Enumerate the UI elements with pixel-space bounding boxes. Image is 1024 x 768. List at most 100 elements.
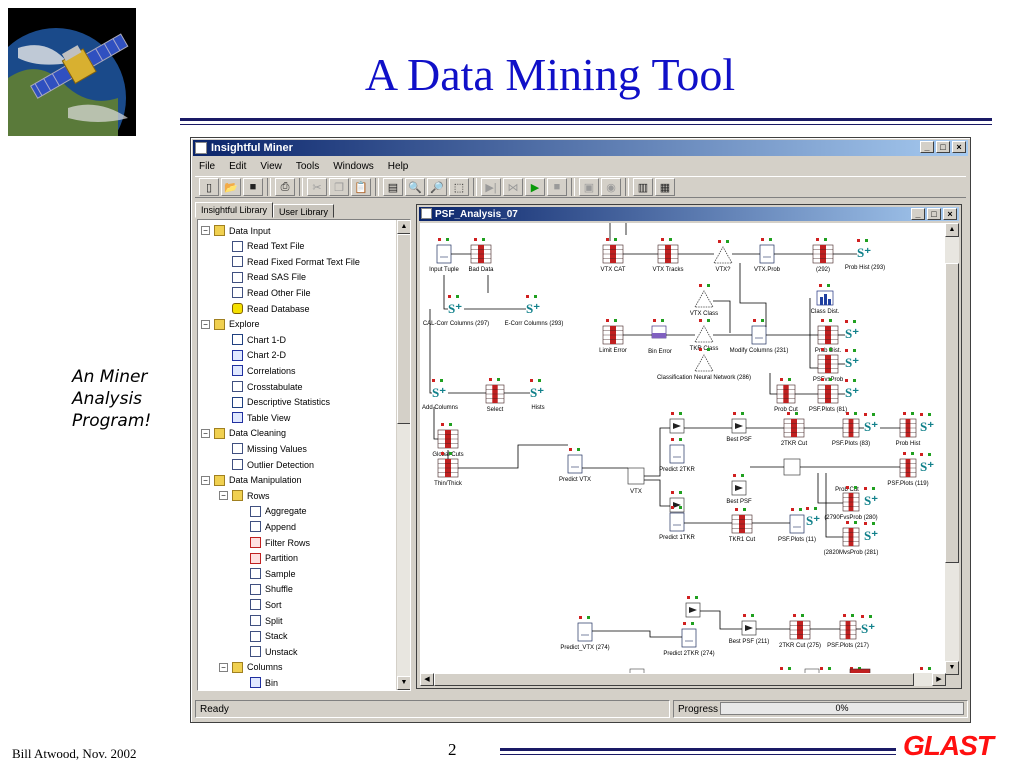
- run-icon[interactable]: ▶: [525, 178, 545, 196]
- grid-icon[interactable]: ▦: [655, 178, 675, 196]
- page-icon[interactable]: ▤: [383, 178, 403, 196]
- tree-expander[interactable]: −: [201, 475, 210, 485]
- zoom-in-icon[interactable]: 🔍: [405, 178, 425, 196]
- status-led: [858, 667, 861, 670]
- step-icon[interactable]: ▶|: [481, 178, 501, 196]
- tree-item[interactable]: Partition: [250, 551, 298, 566]
- stop-icon[interactable]: ■: [547, 178, 567, 196]
- scroll-down-icon[interactable]: ▼: [945, 661, 959, 675]
- library-icon[interactable]: ▥: [633, 178, 653, 196]
- node-label: VTX CAT: [601, 267, 626, 273]
- zoom-out-icon[interactable]: 🔎: [427, 178, 447, 196]
- scroll-up-icon[interactable]: ▲: [945, 223, 959, 237]
- maximize-button[interactable]: □: [936, 141, 950, 153]
- chart-bar: [828, 299, 831, 305]
- close-button[interactable]: ×: [952, 141, 966, 153]
- scroll-thumb[interactable]: [945, 263, 959, 563]
- tree-item-label: Sort: [265, 599, 282, 610]
- tree-item[interactable]: Data Manipulation: [214, 473, 302, 488]
- paste-icon[interactable]: 📋: [351, 178, 371, 196]
- connector: [739, 263, 767, 327]
- tree-item[interactable]: Correlations: [232, 363, 296, 378]
- tree-expander[interactable]: −: [201, 428, 210, 438]
- tree-expander[interactable]: −: [219, 491, 228, 501]
- tree-item[interactable]: Table View: [232, 410, 290, 425]
- menu-windows[interactable]: Windows: [333, 160, 374, 172]
- worksheet-minimize-button[interactable]: _: [911, 208, 925, 220]
- tree-scrollbar[interactable]: ▲ ▼: [396, 220, 410, 690]
- tree-item[interactable]: Read Text File: [232, 239, 304, 254]
- tree-item[interactable]: Read Database: [232, 301, 310, 316]
- status-led: [761, 238, 764, 241]
- tree-item[interactable]: Shuffle: [250, 582, 293, 597]
- tree-item[interactable]: Data Cleaning: [214, 426, 286, 441]
- menu-tools[interactable]: Tools: [295, 160, 320, 172]
- status-led: [530, 379, 533, 382]
- tree-item[interactable]: Filter Rows: [250, 535, 310, 550]
- node-label: PSF.Plots (11): [778, 537, 816, 543]
- scroll-thumb[interactable]: [397, 234, 410, 424]
- status-led: [526, 295, 529, 298]
- worksheet-close-button[interactable]: ×: [943, 208, 957, 220]
- step-back-icon[interactable]: ⋈: [503, 178, 523, 196]
- worksheet-hscroll[interactable]: ◀ ▶: [420, 673, 946, 686]
- cut-icon[interactable]: ✂: [307, 178, 327, 196]
- tree-item[interactable]: Data Input: [214, 223, 271, 238]
- copy-icon[interactable]: ❐: [329, 178, 349, 196]
- tree-item-label: Data Input: [229, 225, 271, 236]
- app-titlebar[interactable]: Insightful Miner _ □ ×: [193, 140, 968, 156]
- tree-expander[interactable]: −: [201, 226, 210, 235]
- tree-item[interactable]: Chart 2-D: [232, 348, 286, 363]
- tree-item[interactable]: Explore: [214, 317, 260, 332]
- tree-item[interactable]: Read Fixed Format Text File: [232, 254, 360, 269]
- tree-item[interactable]: Read SAS File: [232, 270, 306, 285]
- print-icon[interactable]: ⎙: [275, 178, 295, 196]
- tree-item[interactable]: Unstack: [250, 644, 298, 659]
- menu-edit[interactable]: Edit: [229, 160, 247, 172]
- tree-item[interactable]: Rows: [232, 488, 270, 503]
- tree-item[interactable]: Read Other File: [232, 285, 311, 300]
- scroll-up-icon[interactable]: ▲: [397, 220, 410, 234]
- tree-item[interactable]: Aggregate: [250, 504, 307, 519]
- tree-item[interactable]: Outlier Detection: [232, 457, 314, 472]
- tree-item[interactable]: Split: [250, 613, 283, 628]
- menu-view[interactable]: View: [260, 160, 282, 172]
- glast-logo: GLAST: [903, 730, 994, 761]
- menu-help[interactable]: Help: [387, 160, 409, 172]
- worksheet-vscroll[interactable]: ▲ ▼: [945, 223, 959, 675]
- tree-expander[interactable]: −: [219, 662, 228, 672]
- worksheet-restore-button[interactable]: □: [927, 208, 941, 220]
- worksheet-titlebar[interactable]: PSF_Analysis_07 _ □ ×: [419, 207, 959, 221]
- tree-item[interactable]: Append: [250, 519, 296, 534]
- scroll-down-icon[interactable]: ▼: [397, 676, 410, 690]
- scroll-right-icon[interactable]: ▶: [932, 673, 946, 686]
- node-label: Prob Hist: [896, 441, 921, 447]
- fit-icon[interactable]: ⬚: [449, 178, 469, 196]
- new-icon[interactable]: ▯: [199, 178, 219, 196]
- save-icon[interactable]: ■: [243, 178, 263, 196]
- status-led: [438, 238, 441, 241]
- tree-item-label: Unstack: [265, 646, 298, 657]
- node-label: VTX Tracks: [652, 267, 683, 273]
- tree-item[interactable]: Stack: [250, 629, 288, 644]
- properties-icon[interactable]: ▣: [579, 178, 599, 196]
- tree-item[interactable]: Sample: [250, 566, 296, 581]
- view-icon[interactable]: ◉: [601, 178, 621, 196]
- tree-item[interactable]: Sort: [250, 597, 282, 612]
- scroll-left-icon[interactable]: ◀: [420, 673, 434, 686]
- minimize-button[interactable]: _: [920, 141, 934, 153]
- tab-insightful-library[interactable]: Insightful Library: [195, 202, 274, 218]
- tree-expander[interactable]: −: [201, 319, 210, 329]
- menu-file[interactable]: File: [199, 160, 216, 172]
- splus-node-icon: S⁺: [845, 355, 859, 370]
- open-icon[interactable]: 📂: [221, 178, 241, 196]
- tree-item[interactable]: Crosstabulate: [232, 379, 303, 394]
- tree-item[interactable]: Descriptive Statistics: [232, 395, 330, 410]
- tree-item[interactable]: Columns: [232, 660, 283, 675]
- tab-user-library[interactable]: User Library: [273, 204, 335, 218]
- scroll-thumb[interactable]: [434, 673, 914, 686]
- tree-item[interactable]: Chart 1-D: [232, 332, 286, 347]
- tree-item[interactable]: Bin: [250, 675, 278, 690]
- tree-item[interactable]: Missing Values: [232, 441, 307, 456]
